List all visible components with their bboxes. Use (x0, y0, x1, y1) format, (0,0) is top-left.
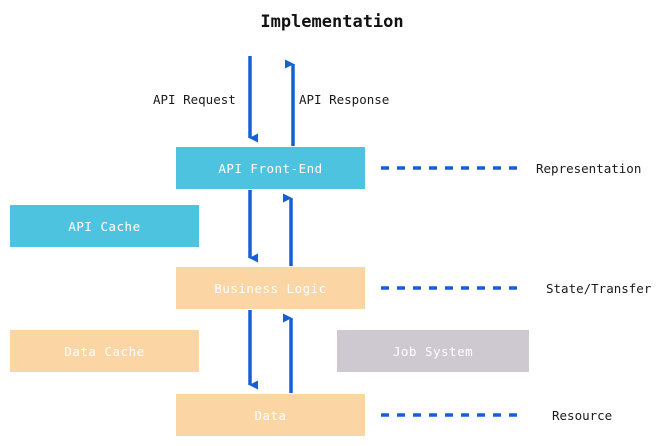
node-api-front-end[interactable]: API Front-End (176, 147, 365, 189)
node-api-front-end-label: API Front-End (218, 160, 323, 176)
node-data-cache-label: Data Cache (64, 343, 145, 359)
layer-label-representation: Representation (536, 161, 642, 176)
node-data[interactable]: Data (176, 394, 365, 436)
node-business-logic[interactable]: Business Logic (176, 267, 365, 309)
diagram-title: Implementation (260, 12, 404, 32)
layer-label-resource: Resource (552, 408, 613, 423)
node-data-label: Data (254, 407, 287, 423)
edge-label-api-request: API Request (153, 92, 236, 107)
layer-label-state-transfer: State/Transfer (546, 281, 652, 296)
node-api-cache-label: API Cache (68, 218, 141, 234)
node-job-system-label: Job System (392, 343, 474, 359)
node-job-system[interactable]: Job System (337, 330, 529, 372)
node-api-cache[interactable]: API Cache (10, 205, 199, 247)
node-data-cache[interactable]: Data Cache (10, 330, 199, 372)
edge-label-api-response: API Response (299, 92, 390, 107)
node-business-logic-label: Business Logic (214, 280, 327, 296)
